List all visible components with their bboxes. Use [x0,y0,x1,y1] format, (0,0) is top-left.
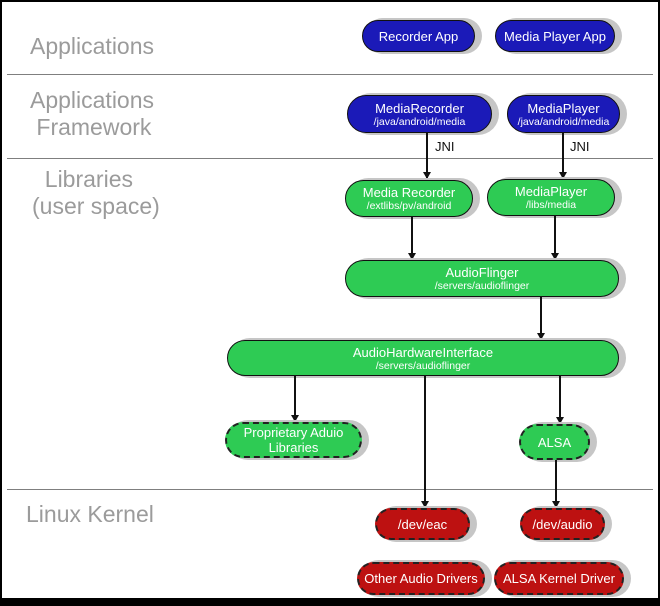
jni-label-right: JNI [570,139,590,154]
node-path: /java/android/media [517,115,610,128]
node-mediarecorder-framework: MediaRecorder /java/android/media [347,95,492,133]
node-alsa-kernel-driver: ALSA Kernel Driver [494,562,624,595]
jni-label-left: JNI [435,139,455,154]
node-label: Recorder App [378,28,459,44]
arrow-alsa-to-dev-audio [552,460,559,508]
node-path: /java/android/media [373,115,466,128]
divider-applications-framework [7,74,653,75]
node-dev-audio: /dev/audio [520,508,605,540]
node-audiohardwareinterface: AudioHardwareInterface /servers/audiofli… [227,340,619,376]
node-label: /dev/eac [397,516,448,532]
node-path: /servers/audioflinger [434,280,530,292]
node-label: Media Player App [504,28,606,44]
layer-label-line: (user space) [32,193,160,219]
arrow-mediarecorder-to-audioflinger [408,217,415,260]
node-label: ALSA [537,434,572,450]
layer-label-line: Libraries [32,166,133,192]
node-label: Media Recorder [362,185,456,200]
arrow-ahi-to-dev-eac [421,376,428,508]
layer-label-applications-framework: Applications Framework [30,87,154,141]
node-proprietary-audio-libraries: Proprietary Aduio Libraries [225,422,362,458]
node-label: AudioHardwareInterface [352,344,494,360]
node-path: /servers/audioflinger [375,359,471,372]
node-other-audio-drivers: Other Audio Drivers [357,562,485,595]
node-media-player-app: Media Player App [495,20,615,52]
node-alsa: ALSA [519,424,590,460]
node-mediaplayer-lib: MediaPlayer /libs/media [487,179,615,216]
arrow-mediaplayer-jni [559,133,566,179]
divider-framework-libraries [7,158,653,159]
node-audioflinger: AudioFlinger /servers/audioflinger [345,260,619,297]
node-label: Other Audio Drivers [364,571,478,586]
layer-label-line: Applications [30,87,155,113]
node-dev-eac: /dev/eac [375,508,470,540]
node-label: MediaPlayer [514,184,588,199]
layer-label-line: Framework [30,114,152,140]
layer-label-applications: Applications [30,33,155,59]
node-label: ALSA Kernel Driver [503,571,615,586]
node-label: MediaPlayer [527,100,600,116]
arrow-ahi-to-proprietary [291,376,298,422]
node-label: MediaRecorder [375,100,464,116]
arrow-audioflinger-to-ahi [537,297,544,340]
layer-label-libraries: Libraries(user space) [32,166,160,220]
node-mediaplayer-framework: MediaPlayer /java/android/media [507,95,620,133]
node-path: /libs/media [525,199,577,211]
arrow-ahi-to-alsa [556,376,563,424]
layer-label-linux-kernel: Linux Kernel [26,501,154,527]
arrow-mediaplayer-to-audioflinger [551,216,558,260]
node-path: /extlibs/pv/android [366,200,452,212]
node-label: /dev/audio [532,516,593,532]
node-recorder-app: Recorder App [362,20,475,52]
divider-libraries-kernel [7,489,653,490]
node-label: Proprietary Aduio [243,425,344,440]
node-label: Libraries [268,440,319,455]
node-label: AudioFlinger [445,265,519,280]
bottom-border-bar [2,598,658,604]
node-media-recorder-lib: Media Recorder /extlibs/pv/android [345,180,473,217]
arrow-mediarecorder-jni [423,133,430,179]
